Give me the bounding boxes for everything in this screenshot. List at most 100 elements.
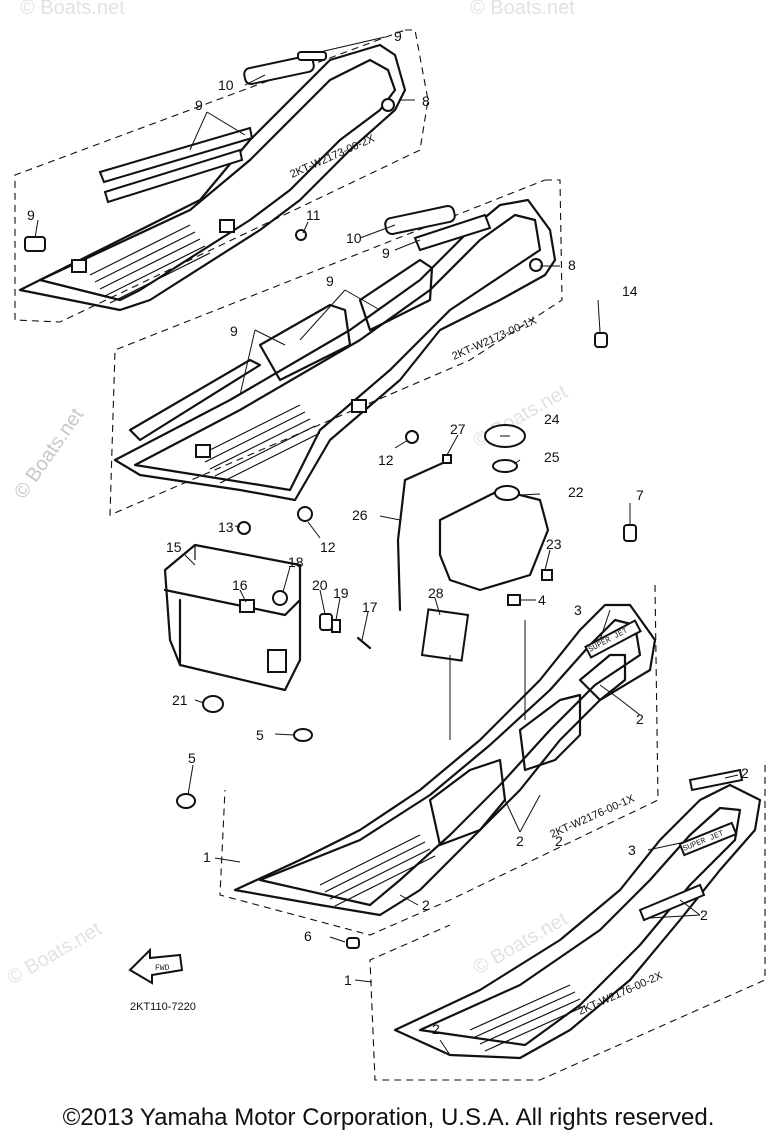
decal-9-small: [24, 236, 46, 252]
mount-8-mid: [529, 258, 543, 272]
label-2-lower: 2: [432, 1021, 440, 1037]
decal-10-mid: [384, 205, 456, 235]
label-26: 26: [352, 507, 368, 523]
decal-strip-2-right: [638, 883, 706, 922]
mid-window-left: [258, 303, 352, 382]
parts-diagram: © Boats.net © Boats.net © Boats.net © Bo…: [4, 0, 766, 1081]
label-12-upper: 12: [378, 452, 394, 468]
label-22: 22: [568, 484, 584, 500]
part-19: [331, 619, 341, 633]
bracket-mid: [351, 399, 367, 413]
mid-strip-9: [128, 358, 262, 442]
lower-right-grooves: [469, 984, 586, 1052]
label-10-mid: 10: [346, 230, 362, 246]
hose-26: [396, 460, 447, 612]
label-1-left: 1: [203, 849, 211, 865]
label-9-mid-upper: 9: [382, 245, 390, 261]
diagram-code: 2KT110-7220: [130, 1001, 196, 1013]
part-4: [507, 594, 521, 606]
label-9-mid-left: 9: [230, 323, 238, 339]
emblem-3-left: SUPER JET: [584, 619, 642, 659]
middle-mat-assembly: [109, 179, 563, 516]
part-number-labels: 10 9 9 8 9 11 10 9 8 14 9 9 27 24 12 25 …: [27, 28, 749, 1037]
code-top-mat: 2KT-W2173-00-2X: [288, 132, 377, 180]
part-5-lower: [176, 793, 196, 809]
label-25: 25: [544, 449, 560, 465]
label-4: 4: [538, 592, 546, 608]
part-21: [202, 695, 224, 713]
part-20: [319, 613, 333, 631]
top-mat-grooves: [89, 224, 211, 304]
label-20: 20: [312, 577, 328, 593]
bracket-top-2: [71, 259, 87, 273]
emblem-3-right: SUPER JET: [678, 821, 738, 857]
bracket-top: [219, 219, 235, 233]
label-8-top: 8: [422, 93, 430, 109]
label-1-right: 1: [344, 972, 352, 988]
label-7: 7: [636, 487, 644, 503]
label-6: 6: [304, 928, 312, 944]
label-2-strip: 2: [700, 907, 708, 923]
copyright-notice: ©2013 Yamaha Motor Corporation, U.S.A. A…: [62, 1104, 715, 1131]
label-11: 11: [306, 207, 321, 223]
top-mat-assembly: [14, 29, 429, 323]
nut-12-upper: [405, 430, 419, 444]
seal-25: [492, 459, 518, 473]
oil-tank-assembly: [396, 424, 550, 662]
nut-13: [237, 521, 251, 535]
label-17: 17: [362, 599, 378, 615]
label-2-upper-right: 2: [741, 765, 749, 781]
bolt-11: [295, 229, 307, 241]
part-18: [272, 590, 288, 606]
watermark-top-right: © Boats.net: [470, 0, 575, 19]
label-9-top-left: 9: [27, 207, 35, 223]
code-mid-mat: 2KT-W2173-00-1X: [450, 314, 539, 362]
tank-neck: [494, 485, 520, 501]
label-2-window: 2: [516, 833, 524, 849]
part-7: [623, 524, 637, 542]
label-15: 15: [166, 539, 182, 555]
decal-strip-top: [297, 51, 327, 61]
label-21: 21: [172, 692, 188, 708]
fwd-arrow: FWD: [128, 947, 184, 985]
label-2-groove: 2: [422, 897, 430, 913]
label-9-top-right: 9: [394, 28, 402, 44]
part-codes: 2KT-W2173-00-2X 2KT-W2173-00-1X 2KT-W217…: [288, 132, 665, 1017]
label-28: 28: [428, 585, 444, 601]
label-23: 23: [546, 536, 562, 552]
small-parts: [176, 229, 637, 949]
leader-lines: [34, 36, 739, 1056]
part-5-upper: [293, 728, 313, 742]
label-16: 16: [232, 577, 248, 593]
panel-window-3: [578, 653, 627, 702]
label-24: 24: [544, 411, 560, 427]
label-2-extra: 2: [555, 833, 563, 849]
mid-window-right: [358, 258, 434, 332]
nut-12-lower: [297, 506, 313, 522]
label-27: 27: [450, 421, 466, 437]
lower-left-grooves: [319, 834, 436, 907]
label-14: 14: [622, 283, 638, 299]
label-13: 13: [218, 519, 234, 535]
bolt-17: [356, 636, 372, 650]
label-18: 18: [288, 554, 304, 570]
mount-8-top: [381, 98, 395, 112]
part-6: [346, 937, 360, 949]
bracket-mid-2: [195, 444, 211, 458]
battery-box-15: [163, 543, 302, 692]
label-2-right-panel-left: 2: [636, 711, 644, 727]
decal-28: [420, 608, 470, 662]
label-12-lower: 12: [320, 539, 336, 555]
code-lower-right-panel: 2KT-W2176-00-2X: [576, 969, 665, 1017]
clip-27: [442, 454, 452, 464]
label-9-top-strip: 9: [195, 97, 203, 113]
watermark-lower-left: © Boats.net: [4, 918, 106, 990]
label-9-mid: 9: [326, 273, 334, 289]
decal-strip-2-top: [688, 768, 744, 792]
label-8-mid: 8: [568, 257, 576, 273]
fwd-text: FWD: [155, 964, 170, 973]
grommet-14: [594, 332, 608, 348]
battery-strap: [267, 649, 287, 673]
label-10-top: 10: [218, 77, 234, 93]
part-23: [541, 569, 553, 581]
